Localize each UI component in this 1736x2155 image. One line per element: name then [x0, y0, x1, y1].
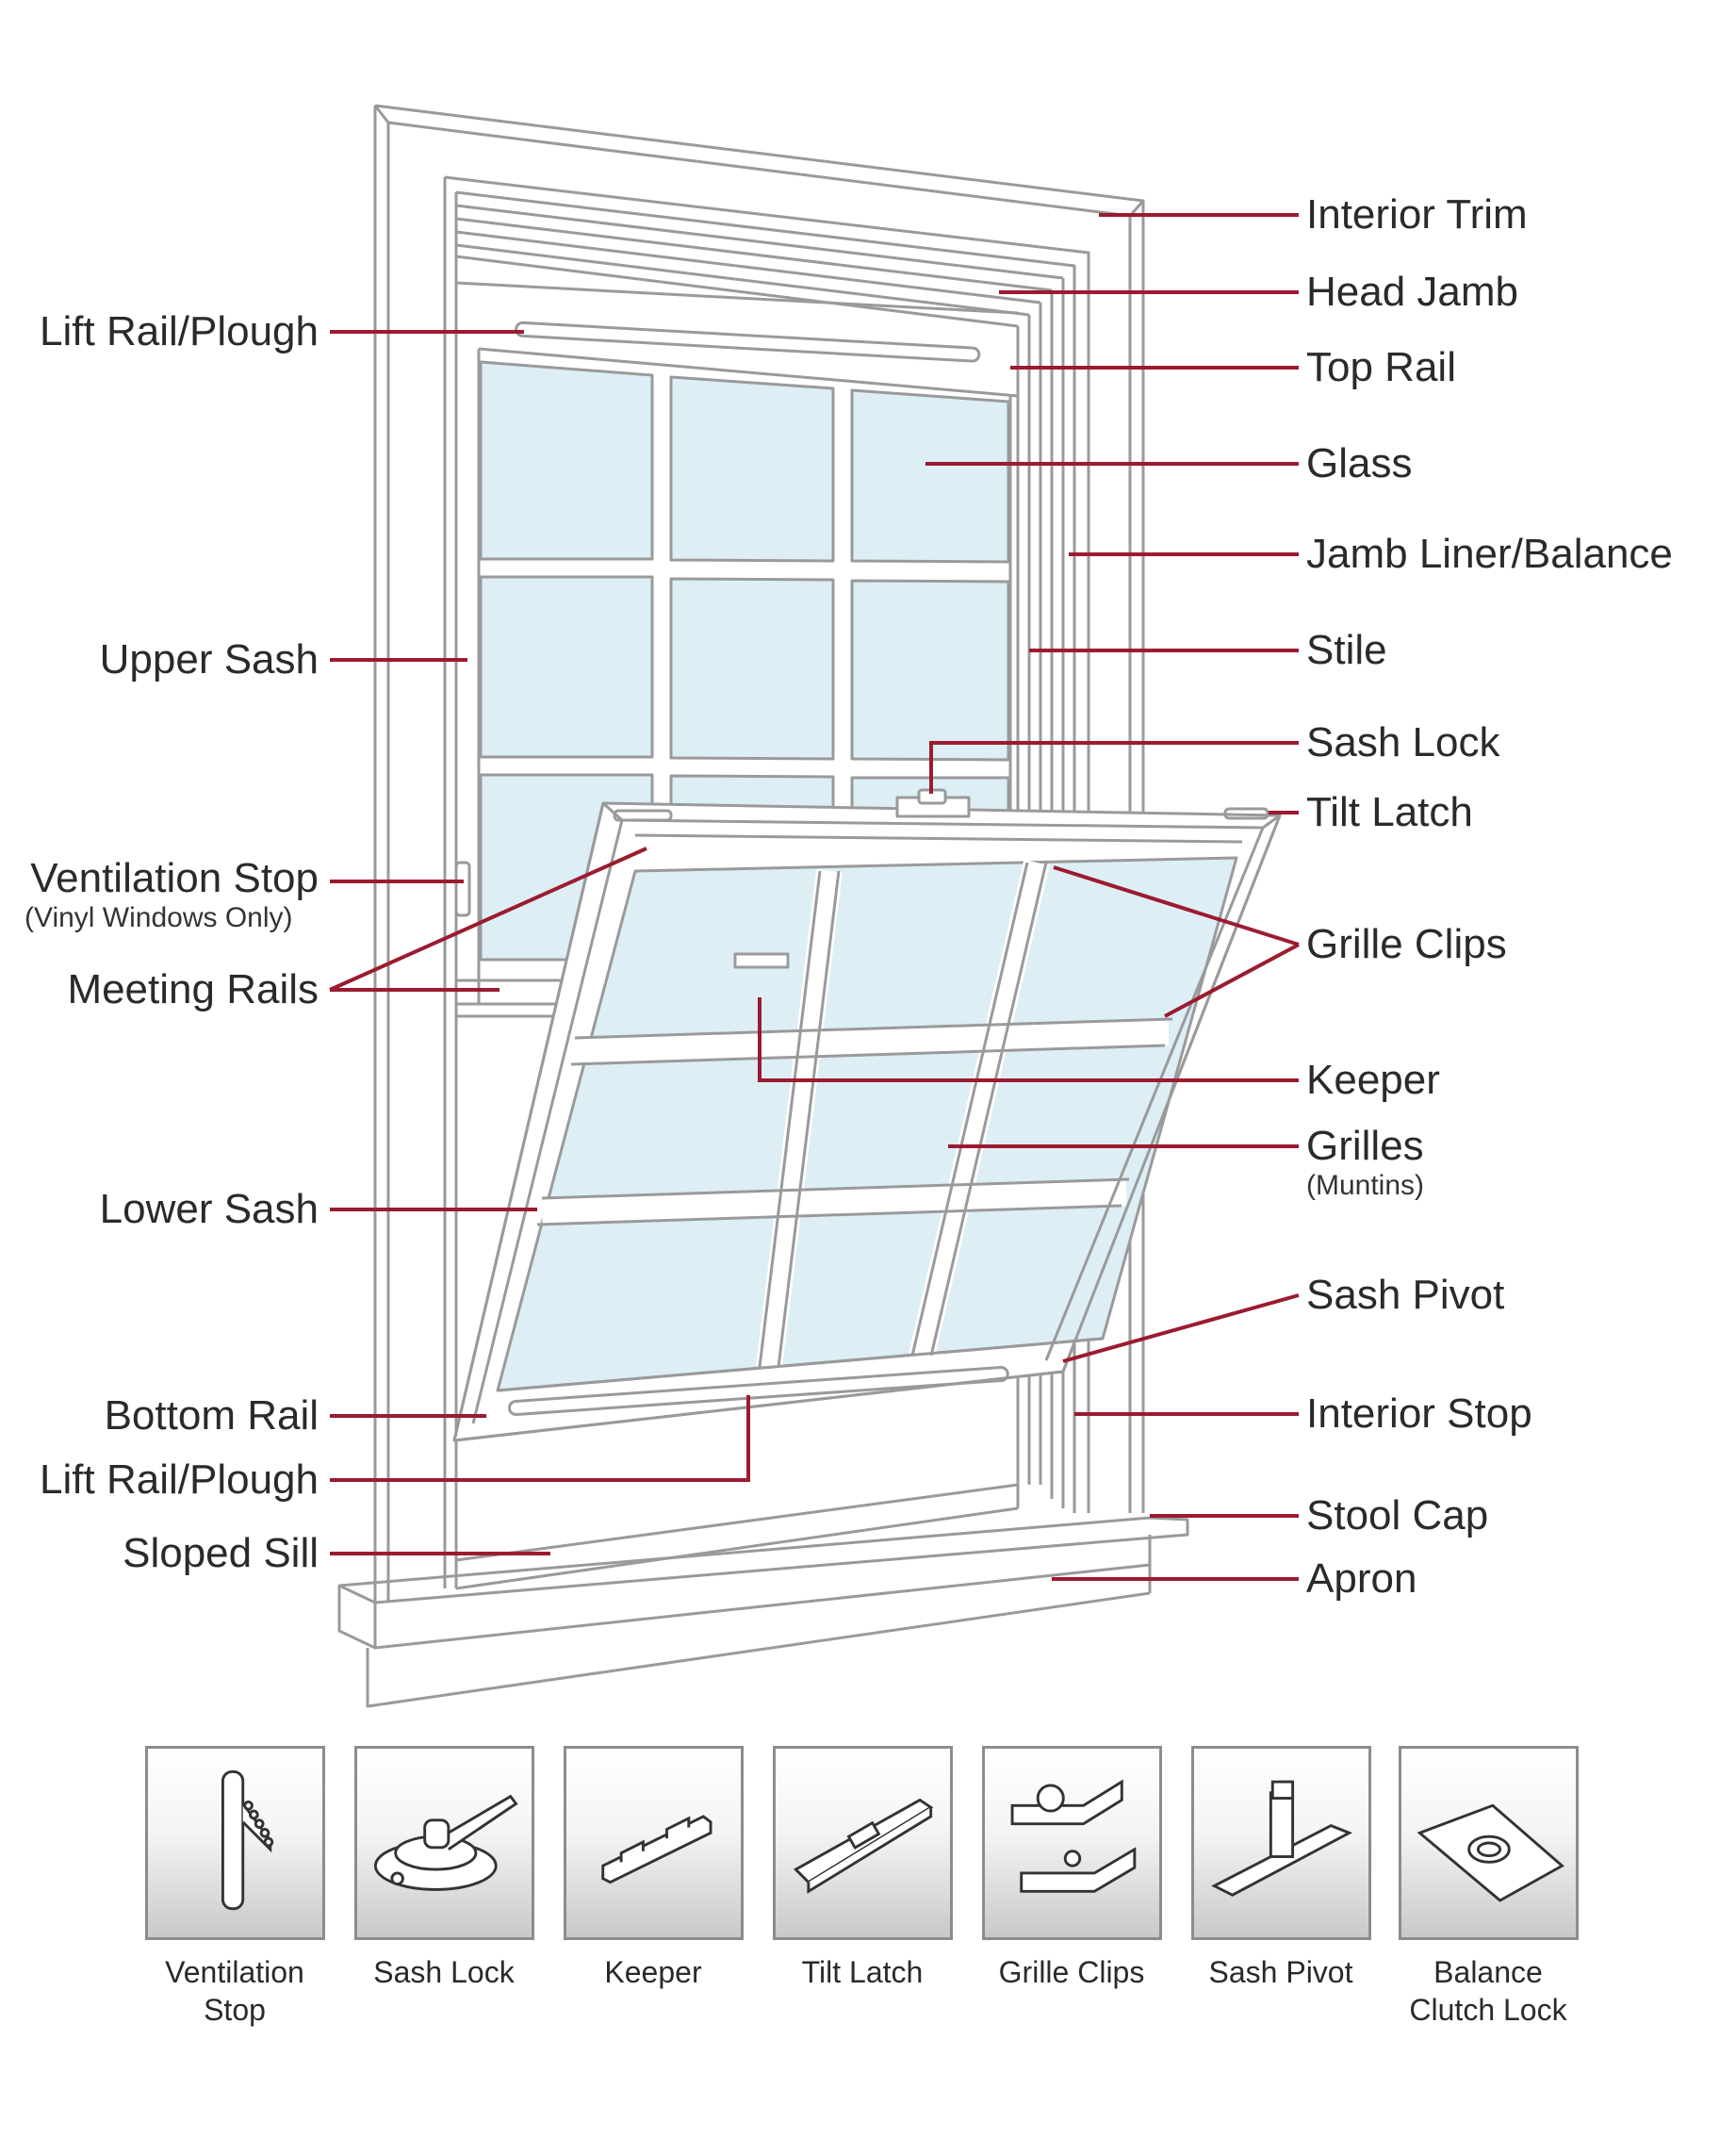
sash-pivot-thumb — [1191, 1746, 1371, 1940]
leader-lines — [329, 213, 1300, 1581]
label-lift-rail-plough-top: Lift Rail/Plough — [40, 308, 319, 354]
sash-pivot-icon — [1211, 1780, 1353, 1897]
label-top-rail: Top Rail — [1306, 344, 1456, 390]
ventilation-stop-icon — [221, 1769, 274, 1911]
label-jamb-liner-balance: Jamb Liner/Balance — [1306, 531, 1673, 577]
label-tilt-latch: Tilt Latch — [1306, 789, 1473, 835]
label-sloped-sill: Sloped Sill — [123, 1530, 319, 1576]
keeper-thumb — [564, 1746, 744, 1940]
sash-lock-thumb — [354, 1746, 534, 1940]
tilt-latch-icon — [793, 1798, 934, 1894]
grille-clips-icon — [1010, 1779, 1137, 1893]
label-stool-cap: Stool Cap — [1306, 1492, 1489, 1538]
label-glass: Glass — [1306, 440, 1413, 486]
label-ventilation-stop: Ventilation Stop — [30, 855, 319, 901]
label-upper-sash: Upper Sash — [99, 636, 319, 683]
label-bottom-rail: Bottom Rail — [104, 1392, 319, 1439]
label-sash-lock: Sash Lock — [1306, 719, 1500, 765]
label-meeting-rails: Meeting Rails — [67, 966, 319, 1012]
ventilation-stop-thumb — [145, 1746, 325, 1940]
caption-grille-clips: Grille Clips — [998, 1955, 1145, 1989]
label-grilles-note: (Muntins) — [1306, 1170, 1425, 1201]
label-lift-rail-plough-bottom: Lift Rail/Plough — [40, 1456, 319, 1503]
balance-clutch-lock-icon — [1417, 1803, 1564, 1902]
label-apron: Apron — [1306, 1555, 1417, 1602]
caption-sash-lock: Sash Lock — [373, 1955, 515, 1989]
label-sash-pivot: Sash Pivot — [1306, 1272, 1505, 1318]
lower-sash — [452, 801, 1282, 1442]
caption-tilt-latch: Tilt Latch — [801, 1955, 924, 1989]
sash-lock-icon — [373, 1794, 518, 1891]
caption-keeper: Keeper — [604, 1955, 702, 1989]
label-grilles: Grilles — [1306, 1123, 1424, 1169]
tilt-latch-thumb — [773, 1746, 953, 1940]
label-grille-clips: Grille Clips — [1306, 921, 1507, 967]
keeper-icon — [601, 1815, 712, 1884]
label-interior-trim: Interior Trim — [1306, 191, 1528, 238]
balance-clutch-lock-thumb — [1399, 1746, 1579, 1940]
label-interior-stop: Interior Stop — [1306, 1390, 1532, 1437]
label-stile: Stile — [1306, 627, 1387, 673]
sill — [337, 1483, 1189, 1708]
label-head-jamb: Head Jamb — [1306, 269, 1519, 315]
caption-sash-pivot: Sash Pivot — [1208, 1955, 1353, 1989]
label-lower-sash: Lower Sash — [99, 1186, 319, 1232]
grille-clips-thumb — [982, 1746, 1162, 1940]
label-ventilation-stop-note: (Vinyl Windows Only) — [25, 902, 293, 933]
label-keeper: Keeper — [1306, 1057, 1440, 1103]
